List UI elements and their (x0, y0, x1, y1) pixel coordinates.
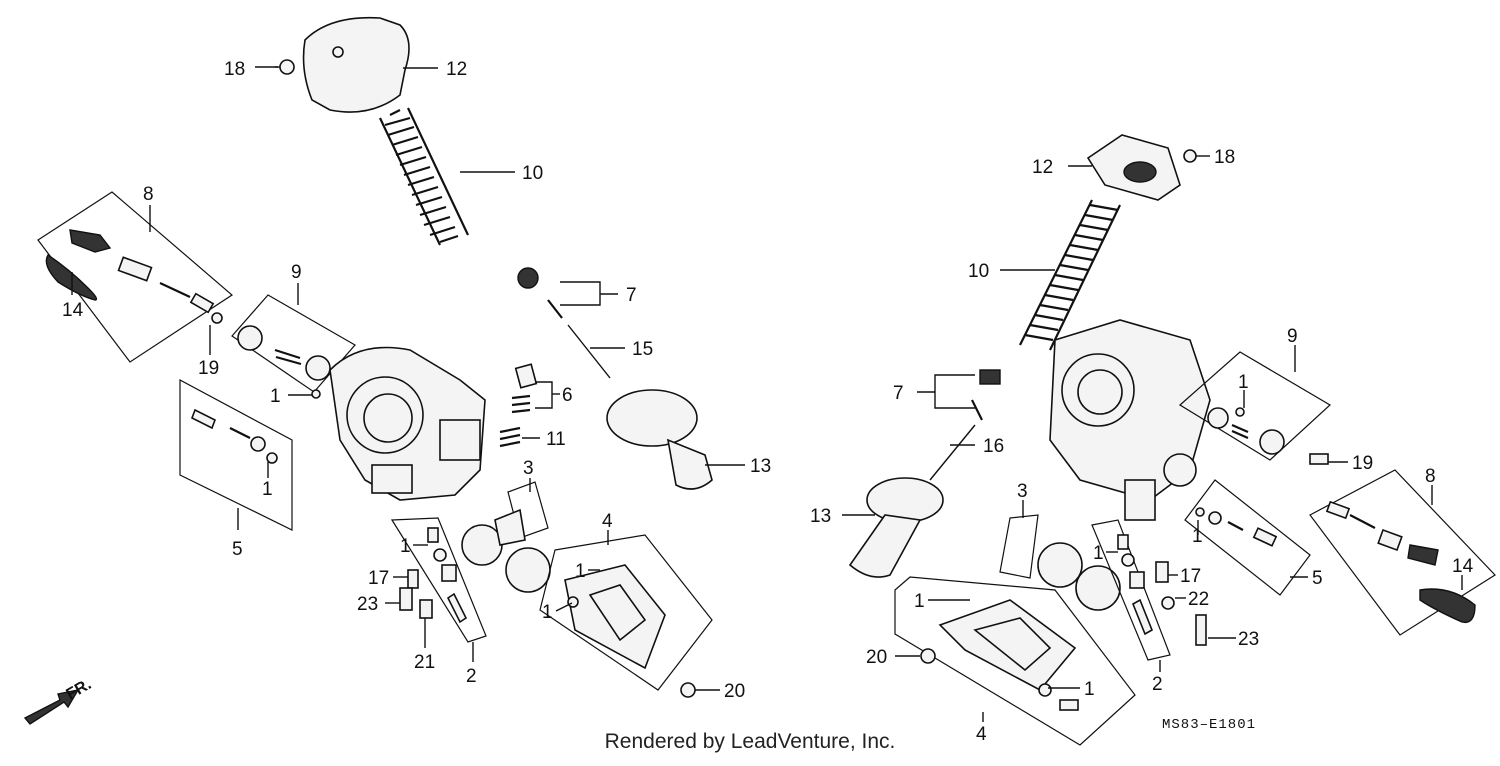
pilot-screw-parts-left (190, 408, 278, 464)
callout-3: 3 (1017, 481, 1028, 502)
group-box-9-left (231, 294, 356, 393)
callout-7: 7 (626, 285, 637, 306)
left-carburetor-assembly: FR. 18 12 10 8 9 14 (23, 16, 771, 725)
callout-12: 12 (446, 59, 467, 80)
callout-1: 1 (1084, 679, 1095, 700)
group-box-4-right (894, 576, 1136, 746)
group-box-5-right (1184, 479, 1311, 596)
callout-8: 8 (1425, 466, 1436, 487)
screw-19-right (1309, 453, 1329, 465)
pilot-screw-parts-right (1195, 507, 1278, 547)
callout-7: 7 (893, 383, 904, 404)
callout-10: 10 (522, 163, 543, 184)
group-box-2-right (1091, 519, 1171, 661)
needle-parts-left (517, 267, 611, 379)
callout-1: 1 (262, 479, 273, 500)
jet-parts-left (399, 527, 468, 624)
credit-text: Rendered by LeadVenture, Inc. (604, 730, 896, 753)
group-box-4-left (539, 534, 713, 691)
needle-parts-right (929, 369, 1001, 481)
callout-12: 12 (1032, 157, 1053, 178)
callout-9: 9 (291, 262, 302, 283)
diagram-code: MS83–E1801 (1162, 717, 1256, 733)
callout-1: 1 (1093, 543, 1104, 564)
group-box-9-right (1178, 351, 1332, 461)
float-bowl-right (938, 599, 1079, 711)
callout-6: 6 (562, 385, 573, 406)
callout-5: 5 (232, 539, 243, 560)
callout-1: 1 (1238, 372, 1249, 393)
jet-parts-right (1117, 534, 1207, 646)
callout-8: 8 (143, 184, 154, 205)
carburetor-body-left (329, 346, 486, 501)
callout-10: 10 (968, 261, 989, 282)
front-arrow-indicator: FR. (23, 676, 94, 725)
callout-20: 20 (724, 681, 745, 702)
group-box-5-left (179, 378, 293, 531)
callout-17: 17 (1180, 566, 1201, 587)
callout-2: 2 (466, 666, 477, 687)
callout-17: 17 (368, 568, 389, 589)
callout-9: 9 (1287, 326, 1298, 347)
spring-10-left (379, 107, 469, 246)
callout-1: 1 (914, 591, 925, 612)
callout-19: 19 (1352, 453, 1373, 474)
callout-11: 11 (546, 429, 566, 450)
callout-14: 14 (62, 300, 84, 321)
callout-14: 14 (1452, 556, 1474, 577)
spring-6-left (511, 394, 531, 414)
callout-23: 23 (1238, 629, 1259, 650)
screw-20-left (680, 682, 696, 698)
callout-1: 1 (575, 561, 586, 582)
screw-6-left (514, 363, 538, 389)
diaphragm-cover-parts-left (211, 312, 331, 399)
callout-1: 1 (542, 602, 553, 623)
group-box-3-right (999, 514, 1039, 579)
accelerator-pump-parts-right (1037, 542, 1121, 611)
right-carburetor-assembly: 12 18 10 9 1 7 16 19 8 13 3 1 5 14 1 17 … (810, 134, 1496, 746)
callout-1: 1 (400, 536, 411, 557)
callout-18: 18 (224, 59, 245, 80)
callout-3: 3 (523, 458, 534, 479)
accelerator-pump-parts-left (461, 508, 551, 593)
float-bowl-left (564, 564, 666, 670)
callout-1: 1 (1192, 526, 1203, 547)
callout-21: 21 (414, 652, 435, 673)
fuel-fitting-parts-right (1325, 500, 1476, 624)
carburetor-body-right (1049, 319, 1211, 521)
callout-4: 4 (976, 724, 987, 745)
screw-20-right (920, 648, 936, 664)
intake-funnel-13-right (848, 477, 944, 578)
callout-19: 19 (198, 358, 219, 379)
callout-16: 16 (983, 436, 1004, 457)
callout-22: 22 (1188, 589, 1209, 610)
group-box-8-left (37, 191, 233, 363)
callout-20: 20 (866, 647, 887, 668)
spring-10-right (1019, 199, 1121, 351)
group-box-2-left (390, 517, 487, 643)
callout-5: 5 (1312, 568, 1323, 589)
screw-18-right (1183, 149, 1197, 163)
spring-11-left (499, 426, 521, 448)
top-cover-left (302, 16, 410, 113)
callout-13: 13 (750, 456, 771, 477)
callout-15: 15 (632, 339, 653, 360)
callout-13: 13 (810, 506, 831, 527)
callout-1: 1 (270, 386, 281, 407)
callout-23: 23 (357, 594, 378, 615)
diaphragm-cover-parts-right (1207, 407, 1285, 455)
callout-4: 4 (602, 511, 613, 532)
intake-funnel-13-left (606, 389, 713, 490)
callout-18: 18 (1214, 147, 1235, 168)
group-box-8-right (1309, 469, 1496, 636)
callout-2: 2 (1152, 674, 1163, 695)
